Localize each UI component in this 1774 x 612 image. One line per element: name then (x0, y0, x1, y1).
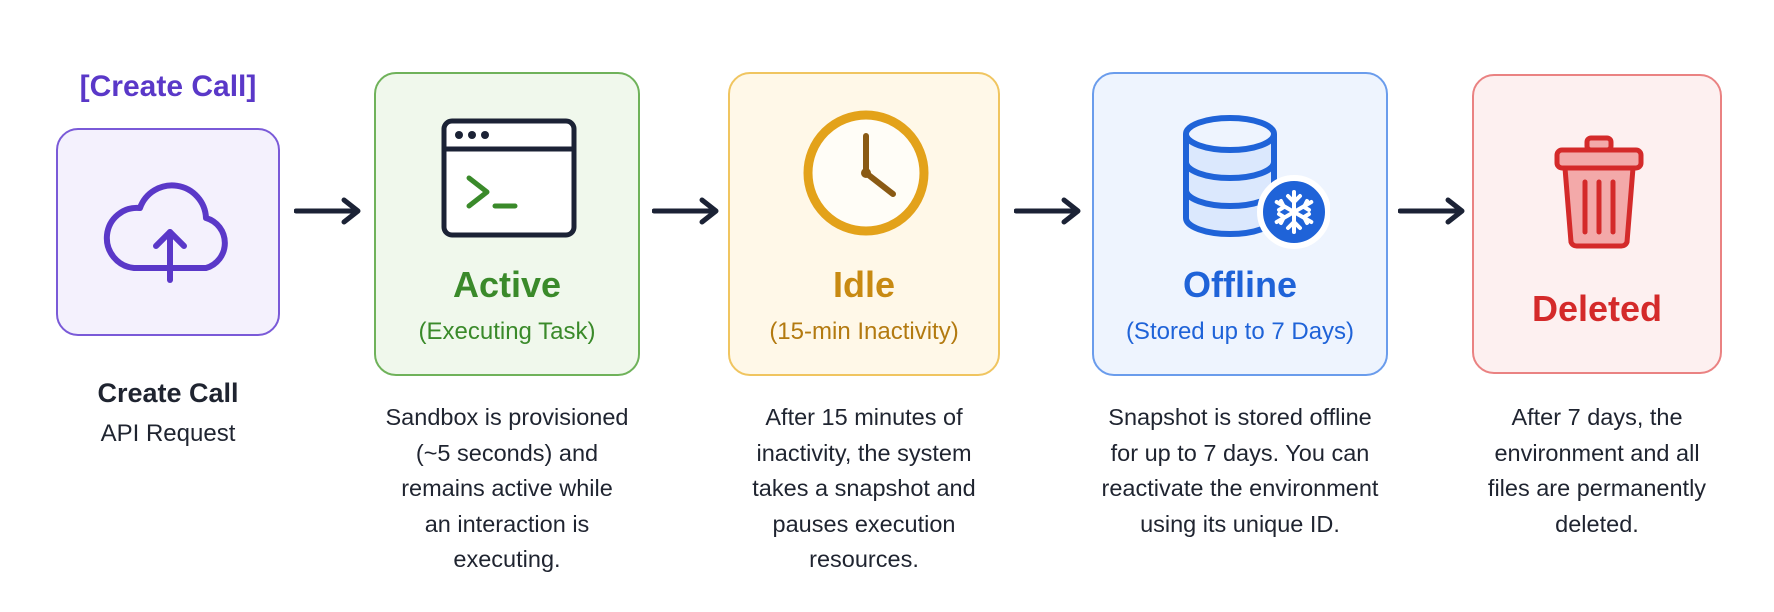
stage-card-offline: Offline (Stored up to 7 Days) (1092, 72, 1388, 376)
stage-title-active: Active (452, 264, 562, 305)
stage-subtitle-active: (Executing Task) (418, 318, 596, 345)
stage-description-idle: After 15 minutes of inactivity, the syst… (752, 404, 976, 572)
arrow-idle-to-offline (1014, 197, 1081, 225)
clock-icon (803, 110, 929, 236)
create-call-card (56, 128, 280, 336)
stage-subtitle-offline: (Stored up to 7 Days) (1125, 318, 1355, 345)
terminal-window-icon (441, 118, 577, 238)
arrow-create-to-active (294, 197, 361, 225)
stage-description-deleted: After 7 days, the environment and all fi… (1487, 404, 1707, 537)
cloud-upload-icon (103, 182, 228, 283)
stage-description-active: Sandbox is provisioned (~5 seconds) and … (385, 404, 629, 572)
stage-title-idle: Idle (832, 264, 895, 305)
stage-title-offline: Offline (1183, 264, 1297, 305)
stage-subtitle-idle: (15-min Inactivity) (769, 318, 959, 345)
trash-can-icon (1554, 135, 1644, 249)
stage-card-idle: Idle (15-min Inactivity) (728, 72, 1000, 376)
stage-title-deleted: Deleted (1531, 288, 1663, 329)
create-call-label: [Create Call] (79, 70, 257, 103)
arrow-offline-to-deleted (1398, 197, 1465, 225)
arrow-active-to-idle (652, 197, 719, 225)
create-call-title: Create Call (97, 378, 239, 408)
stage-card-active: Active (Executing Task) (374, 72, 640, 376)
stage-description-offline: Snapshot is stored offline for up to 7 d… (1101, 404, 1379, 537)
stage-card-deleted: Deleted (1472, 74, 1722, 374)
create-call-subtitle: API Request (100, 420, 236, 447)
database-snowflake-icon (1183, 115, 1330, 249)
